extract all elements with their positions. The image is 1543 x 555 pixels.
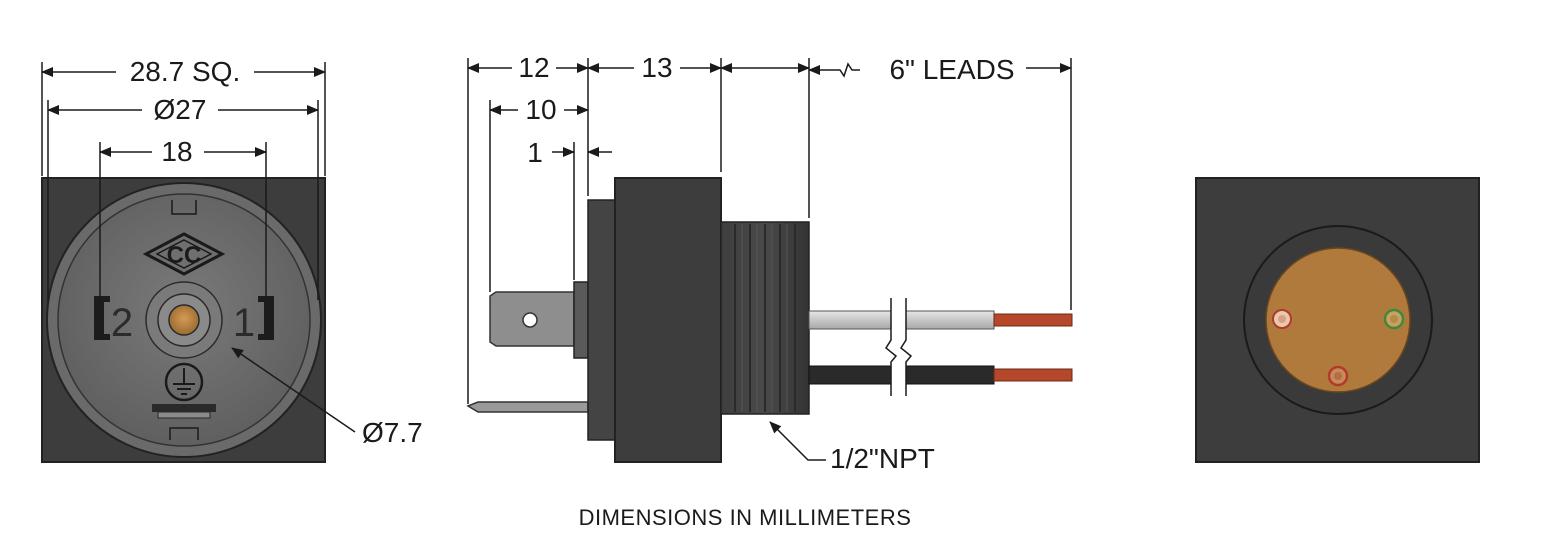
logo-text: CC [167, 242, 202, 269]
rear-view [1195, 177, 1480, 463]
pin-2-label: 2 [111, 301, 133, 345]
side-view: 12 13 6" LEADS 10 1 1/2"NPT [466, 52, 1073, 474]
front-pin-2: 2 [94, 296, 133, 345]
cc-logo: CC [142, 232, 226, 276]
dim-leads: 6" LEADS [889, 54, 1014, 85]
side-ground-pin [466, 401, 589, 413]
side-main-body [614, 177, 722, 463]
dim-diameter: Ø27 [154, 94, 207, 125]
ground-icon [164, 362, 204, 402]
dim-10: 10 [525, 94, 556, 125]
pin-1-label: 1 [233, 301, 255, 345]
dim-thread: 1/2"NPT [830, 443, 935, 474]
rear-contact-red-bottom [1327, 365, 1349, 387]
dim-square: 28.7 SQ. [130, 56, 241, 87]
lead-break-marks [885, 298, 913, 396]
front-ground-slot [152, 404, 216, 419]
front-bottom-notch [169, 427, 199, 440]
dim-center-hole: Ø7.7 [362, 417, 423, 448]
front-key-notch [171, 200, 197, 215]
front-pin-1: 1 [233, 296, 274, 345]
dim-1: 1 [527, 137, 543, 168]
dim-13: 13 [641, 52, 672, 83]
rear-potting [1265, 247, 1411, 393]
center-contact-pin [168, 304, 200, 336]
caption: DIMENSIONS IN MILLIMETERS [579, 505, 912, 530]
front-view: CC 2 1 [41, 56, 423, 463]
side-thread [720, 221, 810, 415]
side-flange [587, 199, 617, 441]
side-lead-gray [808, 310, 1073, 330]
dim-pin-spacing: 18 [161, 136, 192, 167]
rear-contact-green [1383, 308, 1405, 330]
side-lead-black [808, 365, 1073, 385]
rear-contact-red-left [1272, 309, 1292, 329]
dim-12: 12 [518, 52, 549, 83]
side-blade-terminal [489, 281, 589, 359]
